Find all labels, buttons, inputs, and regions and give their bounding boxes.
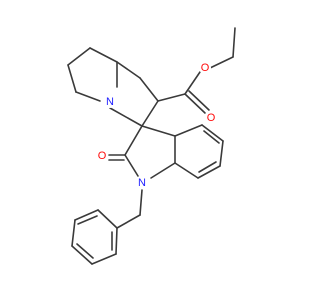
bond	[109, 107, 143, 127]
bond	[141, 100, 159, 127]
bond	[71, 245, 93, 265]
bond	[91, 253, 117, 265]
bond	[77, 215, 98, 225]
bond	[116, 214, 141, 229]
bond	[116, 61, 141, 79]
bond	[203, 130, 220, 144]
bond	[232, 27, 236, 58]
bond	[115, 227, 118, 255]
bond	[67, 47, 91, 66]
atom-label-o-carbonyl: O	[207, 112, 216, 124]
bond	[219, 140, 224, 167]
nitrogen-atom-lactam: N	[136, 177, 148, 189]
bond	[71, 219, 76, 247]
bond	[209, 56, 234, 69]
atom-label-o-lactam: O	[98, 150, 107, 162]
oxygen-atom-lactam: O	[96, 150, 108, 162]
atom-label-o-ester: O	[201, 62, 210, 74]
bond	[198, 161, 217, 173]
chemical-structure-diagram: N N O O O	[67, 27, 236, 265]
bond	[74, 209, 99, 221]
bond	[97, 209, 118, 229]
oxygen-atom-ester: O	[199, 62, 211, 74]
bond-layer	[67, 27, 236, 265]
bond	[76, 243, 94, 259]
bond	[174, 124, 203, 137]
bond	[124, 125, 143, 156]
atom-label-layer: N N O O O	[96, 62, 217, 189]
bond	[188, 90, 210, 111]
bond	[139, 77, 159, 102]
bond	[150, 162, 176, 179]
bond	[139, 189, 143, 216]
bond	[157, 93, 186, 102]
atom-label-n-lactam: N	[138, 177, 146, 189]
bond	[141, 125, 176, 137]
bond	[67, 64, 77, 93]
bond	[75, 91, 101, 102]
bond	[174, 162, 199, 179]
bond	[184, 71, 201, 95]
nitrogen-atom-ring: N	[104, 96, 116, 108]
bond	[184, 93, 206, 114]
structure-canvas: N N O O O	[67, 27, 236, 265]
bond	[89, 47, 118, 63]
bond	[201, 124, 224, 142]
bond	[124, 154, 139, 177]
oxygen-atom-carbonyl: O	[205, 112, 217, 124]
bond	[197, 165, 221, 179]
atom-label-n-ring: N	[106, 96, 114, 108]
